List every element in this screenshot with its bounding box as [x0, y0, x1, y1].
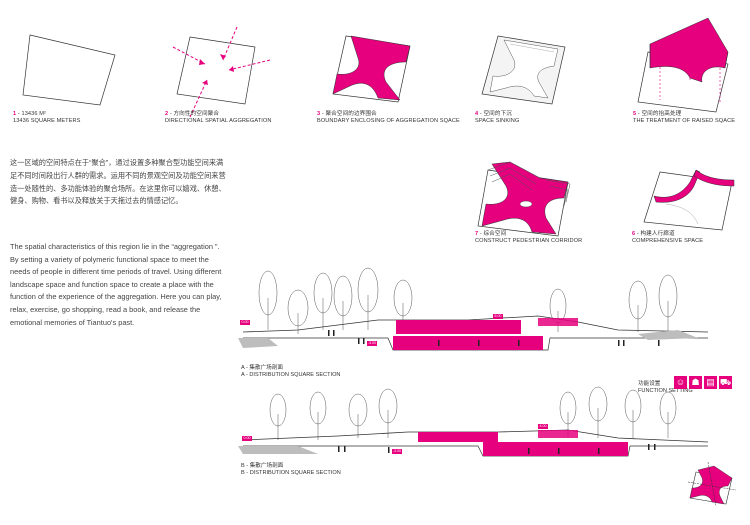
caption-6: 6 - 构建人行廊道 COMPREHENSIVE SPACE: [632, 231, 704, 244]
caption-5: 5 - 空间的抬高处理 THE TREATMENT OF RAISED SQAC…: [633, 111, 736, 124]
caption-3: 3 - 聚合空间的边界围合 BOUNDARY ENCLOSING OF AGGR…: [317, 111, 460, 124]
section-b-trees: [269, 386, 677, 440]
diagram-2-directional-aggregation: [172, 26, 271, 118]
play-icon: ☺: [674, 376, 687, 389]
caption-2: 2 - 方向性的空间聚合 DIRECTIONAL SPATIAL AGGREGA…: [165, 111, 272, 124]
caption-7: 7 - 综合空间 CONSTRUCT PEDESTRIAN CORRIDOR: [475, 231, 583, 244]
section-a-level-minus3: -3.00: [367, 341, 377, 346]
caption-1: 1 - 13436 M² 13436 SQUARE METERS: [13, 111, 81, 124]
reading-icon: ▤: [704, 376, 717, 389]
diagram-1-site-outline: [22, 34, 116, 106]
section-b-level-4: 4.00: [538, 424, 548, 429]
caption-4: 4 - 空间的下沉 SPACE SINKING: [475, 111, 520, 124]
key-plan: [687, 461, 737, 507]
diagram-4-space-sinking: [481, 35, 566, 105]
section-b-level-0: 0.00: [242, 436, 252, 441]
diagram-7-comprehensive-space: [477, 161, 571, 237]
section-b-level-minus3: -3.00: [392, 449, 402, 454]
diagram-6-pedestrian-corridor: [643, 169, 735, 231]
diagram-3-boundary-enclosing: [332, 35, 411, 103]
shopping-icon: ⛟: [719, 376, 732, 389]
description-chinese: 这一区域的空间特点在于“聚合”，通过设置多种聚合型功能空间来满足不同时间段出行人…: [10, 158, 226, 206]
diagram-5-raised-space: [637, 17, 729, 113]
section-a-level-6: 6.00: [493, 314, 503, 319]
description-english: The spatial characteristics of this regi…: [10, 242, 222, 327]
section-a-trees: [258, 267, 678, 334]
section-a-level-0: 0.00: [240, 320, 250, 325]
section-a-drawing: [238, 267, 709, 351]
exercise-icon: ☗: [689, 376, 702, 389]
section-b-drawing: [238, 386, 709, 457]
